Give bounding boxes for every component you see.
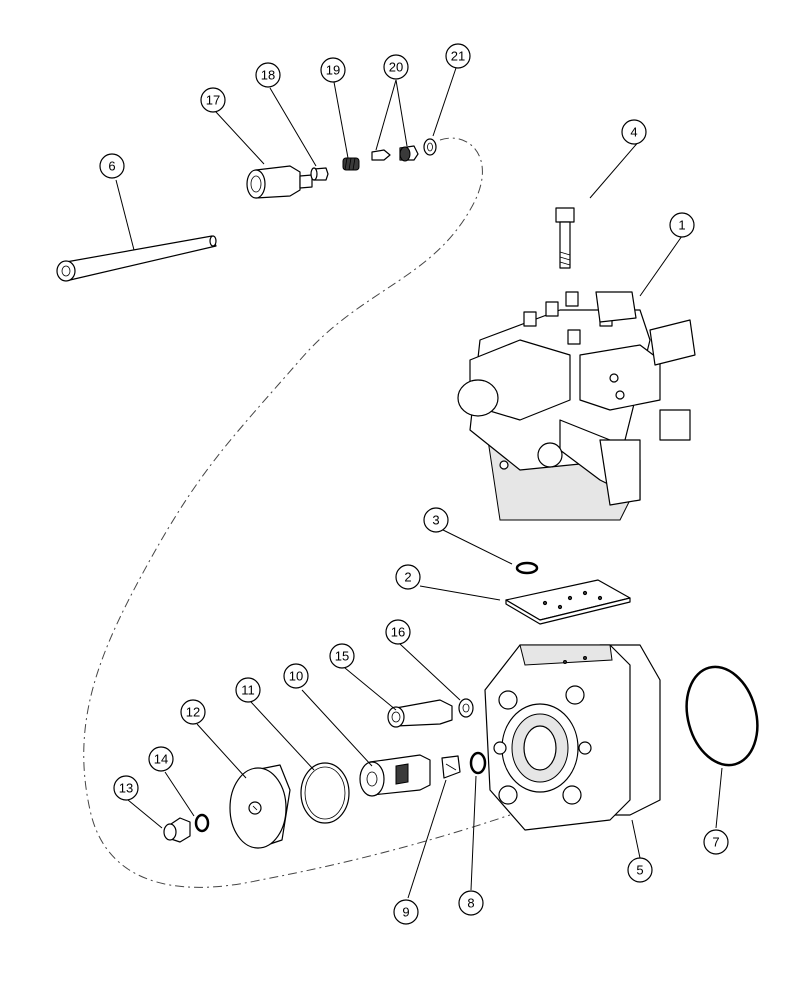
callout-2: 2 xyxy=(395,564,421,590)
callout-label: 13 xyxy=(119,781,133,796)
callout-5: 5 xyxy=(627,857,653,883)
part-4-bolt xyxy=(555,207,575,269)
part-16-washer xyxy=(458,698,474,718)
callout-label: 5 xyxy=(636,863,643,878)
part-21-washer xyxy=(423,138,437,156)
callout-12: 12 xyxy=(180,699,206,725)
part-7-large-o-ring xyxy=(685,665,759,767)
part-18-small-fitting xyxy=(310,167,329,181)
callout-label: 18 xyxy=(261,68,275,83)
part-14-o-ring xyxy=(194,813,210,833)
callout-label: 17 xyxy=(206,93,220,108)
callout-16: 16 xyxy=(385,619,411,645)
callout-9: 9 xyxy=(393,899,419,925)
part-11-seal-ring xyxy=(300,762,350,824)
callout-label: 16 xyxy=(391,625,405,640)
callout-label: 3 xyxy=(432,513,439,528)
part-13-plug xyxy=(163,817,191,843)
part-8-o-ring xyxy=(469,751,487,775)
callout-label: 9 xyxy=(402,905,409,920)
callout-18: 18 xyxy=(255,62,281,88)
callout-label: 20 xyxy=(389,60,403,75)
part-19-spring xyxy=(342,157,360,171)
part-20-poppet-and-seat xyxy=(371,145,419,162)
callout-20: 20 xyxy=(383,54,409,80)
assembly-path-line xyxy=(83,137,511,888)
callout-label: 1 xyxy=(678,218,685,233)
callout-label: 21 xyxy=(451,49,465,64)
part-6-long-bolt xyxy=(56,235,217,282)
callout-label: 10 xyxy=(289,669,303,684)
part-17-fitting xyxy=(246,165,313,199)
part-2-gasket-plate xyxy=(505,579,631,625)
callouts: 1 2 3 4 5 6 7 8 9 10 11 12 13 14 15 16 1… xyxy=(99,43,729,925)
callout-19: 19 xyxy=(320,57,346,83)
callout-11: 11 xyxy=(235,677,261,703)
callout-label: 14 xyxy=(154,752,168,767)
callout-7: 7 xyxy=(703,829,729,855)
part-3-o-ring xyxy=(515,561,539,575)
callout-label: 19 xyxy=(326,63,340,78)
callout-label: 6 xyxy=(108,159,115,174)
callout-4: 4 xyxy=(621,119,647,145)
callout-3: 3 xyxy=(423,507,449,533)
callout-label: 12 xyxy=(186,705,200,720)
part-9-small-valve xyxy=(441,755,461,779)
callout-label: 8 xyxy=(467,896,474,911)
callout-label: 7 xyxy=(712,835,719,850)
callout-13: 13 xyxy=(113,775,139,801)
callout-label: 15 xyxy=(335,649,349,664)
callout-17: 17 xyxy=(200,87,226,113)
callout-10: 10 xyxy=(283,663,309,689)
callout-15: 15 xyxy=(329,643,355,669)
callout-6: 6 xyxy=(99,153,125,179)
part-5-housing xyxy=(484,644,661,831)
callout-21: 21 xyxy=(445,43,471,69)
part-15-fitting xyxy=(387,699,453,728)
callout-14: 14 xyxy=(148,746,174,772)
callout-label: 2 xyxy=(404,570,411,585)
part-1-pump-assembly xyxy=(457,291,696,521)
leader-lines xyxy=(115,67,723,899)
part-10-cartridge xyxy=(359,754,431,797)
callout-8: 8 xyxy=(458,890,484,916)
callout-label: 11 xyxy=(241,683,255,698)
callout-1: 1 xyxy=(669,212,695,238)
part-12-cover xyxy=(229,764,291,849)
callout-label: 4 xyxy=(630,125,637,140)
